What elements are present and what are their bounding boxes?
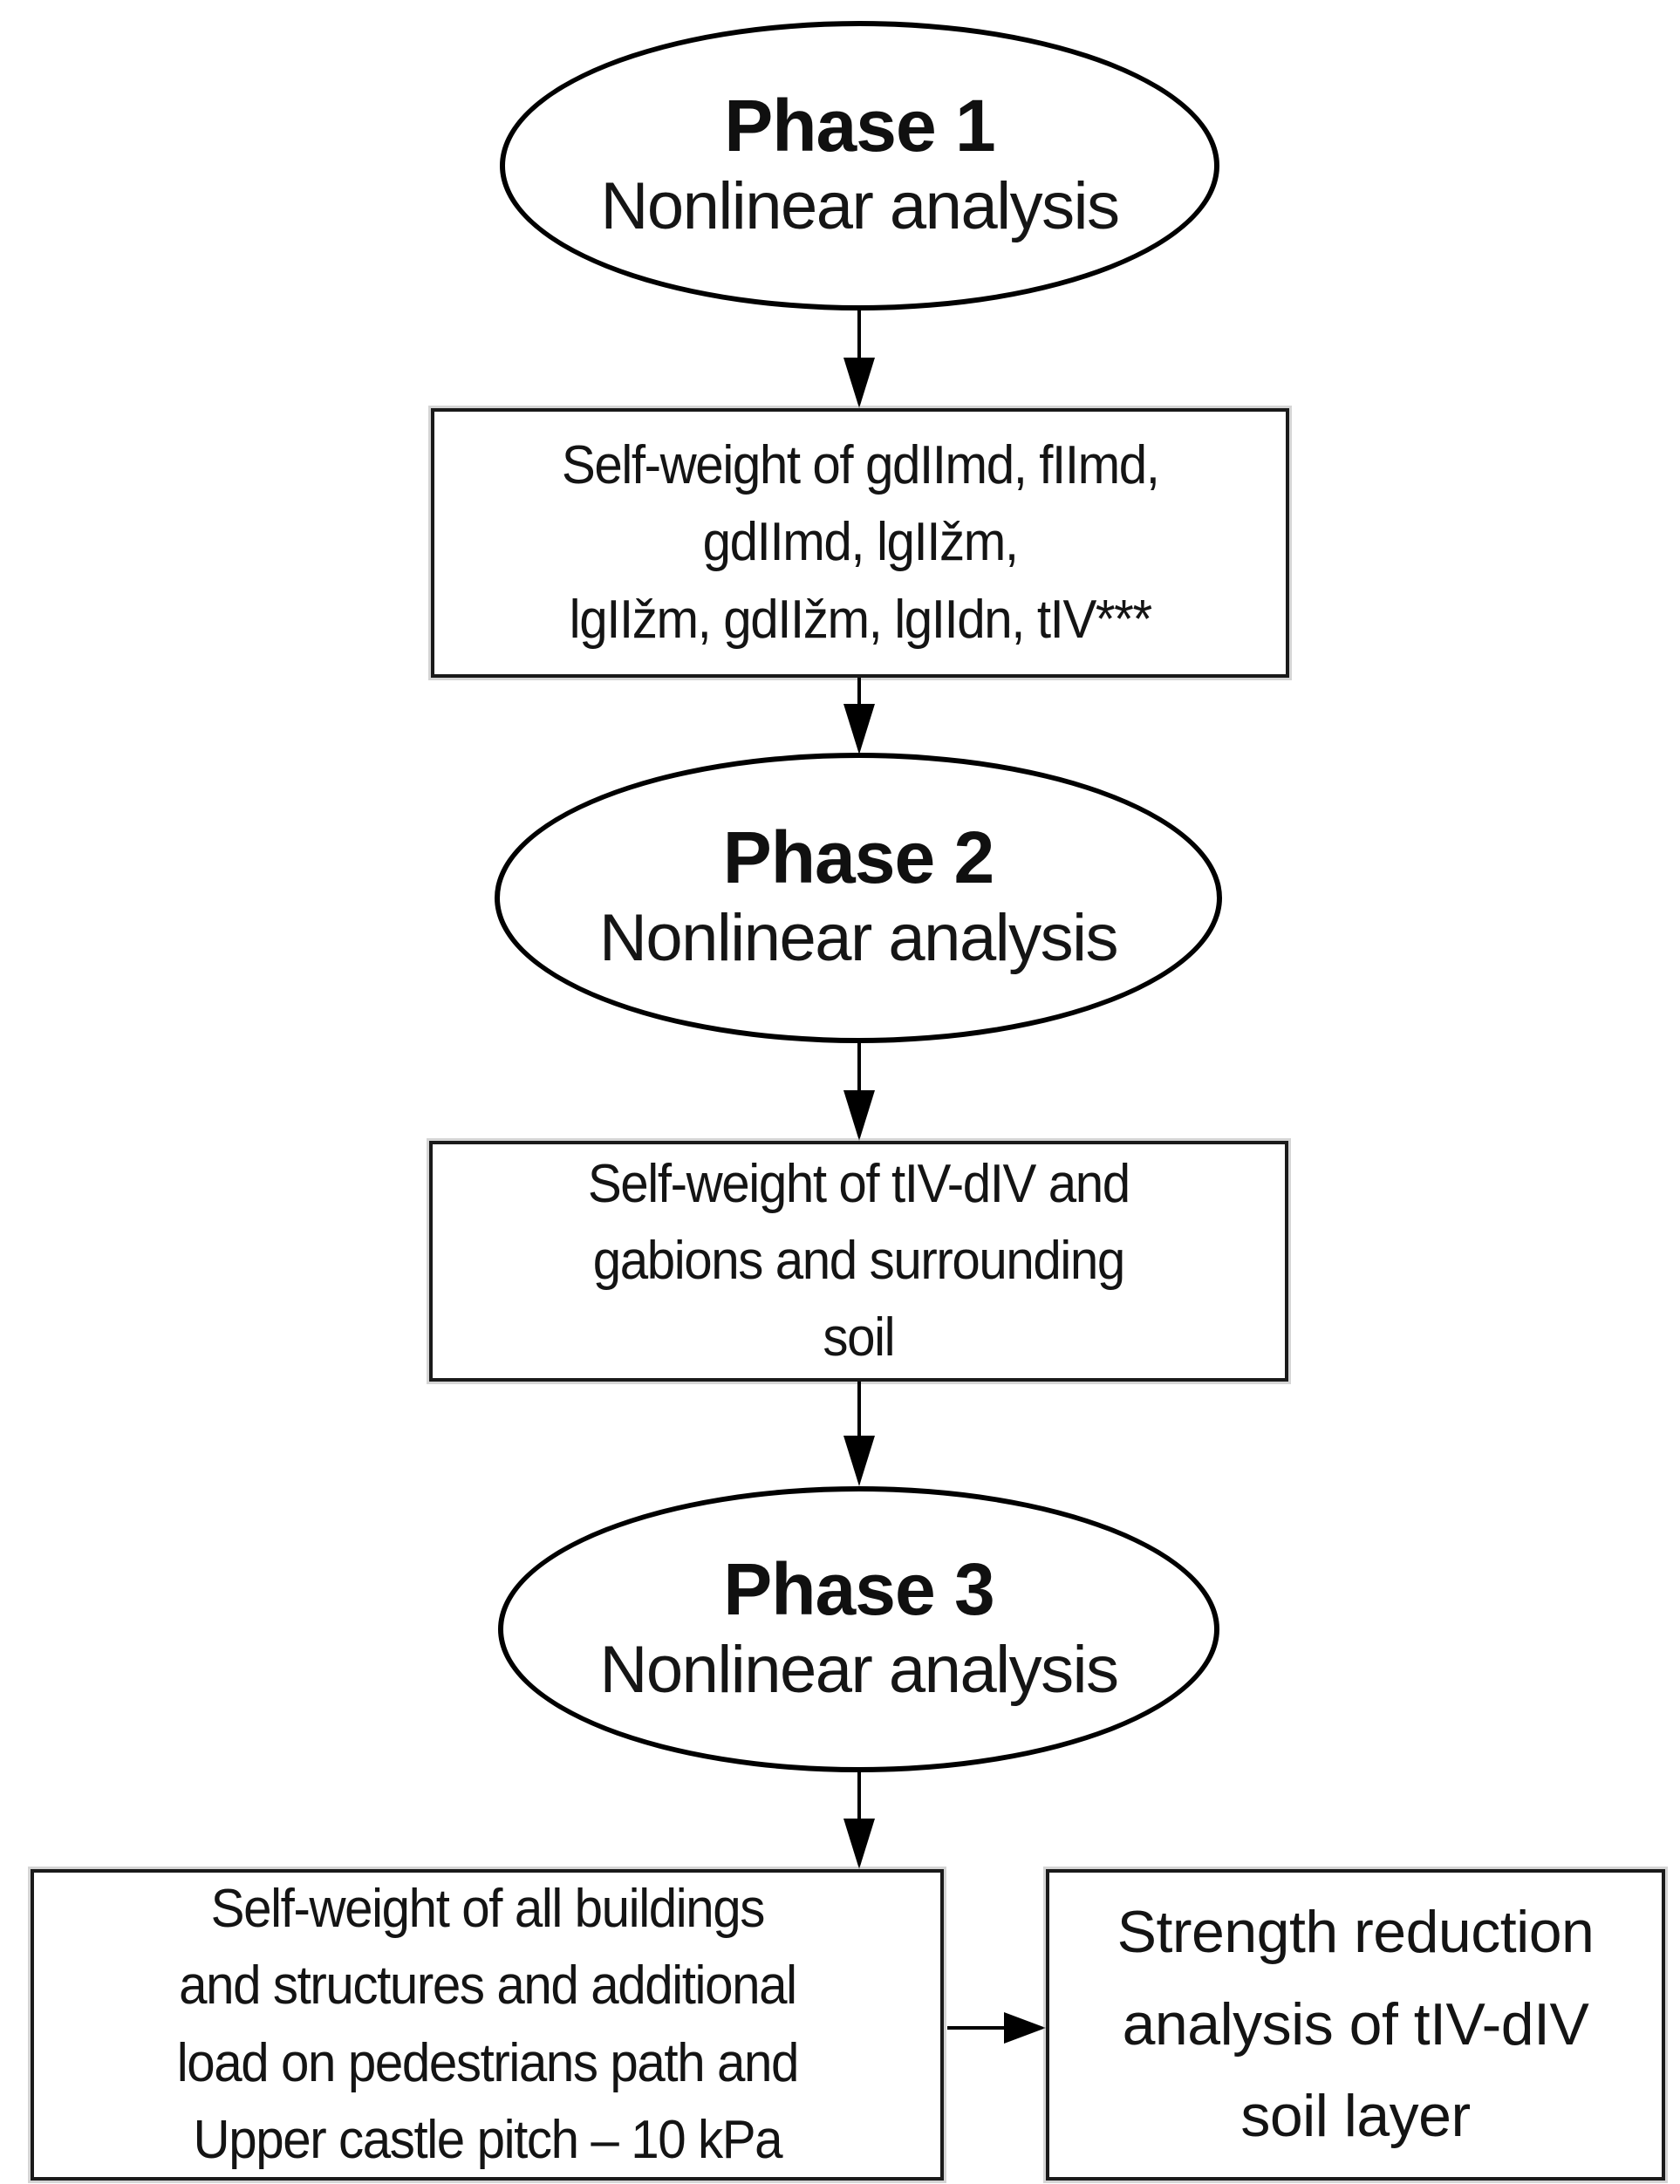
load-box-phase2-text: Self-weight of tIV-dIV and gabions and s… [588, 1153, 1130, 1368]
load-box-phase1-text: Self-weight of gdIImd, fIImd, gdIImd, lg… [561, 435, 1160, 650]
phase3-subtitle: Nonlinear analysis [599, 1632, 1120, 1707]
load-box-phase3: Self-weight of all buildings and structu… [31, 1869, 944, 2181]
phase1-title: Phase 1 [724, 84, 996, 167]
arrow-head-icon [843, 358, 875, 408]
arrow-shaft [857, 678, 861, 704]
arrow-head-icon [843, 1090, 875, 1141]
strength-reduction-box-text: Strength reduction analysis of tIV-dIV s… [1117, 1899, 1595, 2150]
strength-reduction-box: Strength reduction analysis of tIV-dIV s… [1046, 1869, 1665, 2181]
arrow-head-icon [843, 1436, 875, 1486]
phase1-node: Phase 1 Nonlinear analysis [500, 21, 1219, 311]
arrow-head-icon [843, 1819, 875, 1869]
load-box-phase2: Self-weight of tIV-dIV and gabions and s… [429, 1141, 1288, 1382]
phase3-title: Phase 3 [723, 1547, 995, 1630]
arrow-shaft [947, 2026, 1004, 2030]
arrow-down-4 [843, 1382, 875, 1486]
phase2-title: Phase 2 [722, 816, 995, 899]
arrow-head-icon [1004, 2012, 1046, 2044]
arrow-right-1 [947, 2012, 1046, 2044]
arrow-shaft [857, 1382, 861, 1436]
phase2-subtitle: Nonlinear analysis [599, 901, 1119, 976]
arrow-shaft [857, 1043, 861, 1090]
phase3-node: Phase 3 Nonlinear analysis [498, 1486, 1219, 1772]
arrow-down-1 [843, 311, 875, 408]
arrow-shaft [857, 1772, 861, 1819]
load-box-phase1: Self-weight of gdIImd, fIImd, gdIImd, lg… [431, 408, 1289, 678]
phase1-subtitle: Nonlinear analysis [600, 168, 1121, 243]
arrow-down-3 [843, 1043, 875, 1141]
load-box-phase3-text: Self-weight of all buildings and structu… [176, 1879, 799, 2170]
arrow-down-5 [843, 1772, 875, 1869]
phase2-node: Phase 2 Nonlinear analysis [495, 753, 1222, 1043]
arrow-head-icon [843, 704, 875, 754]
arrow-down-2 [843, 678, 875, 754]
arrow-shaft [857, 311, 861, 358]
